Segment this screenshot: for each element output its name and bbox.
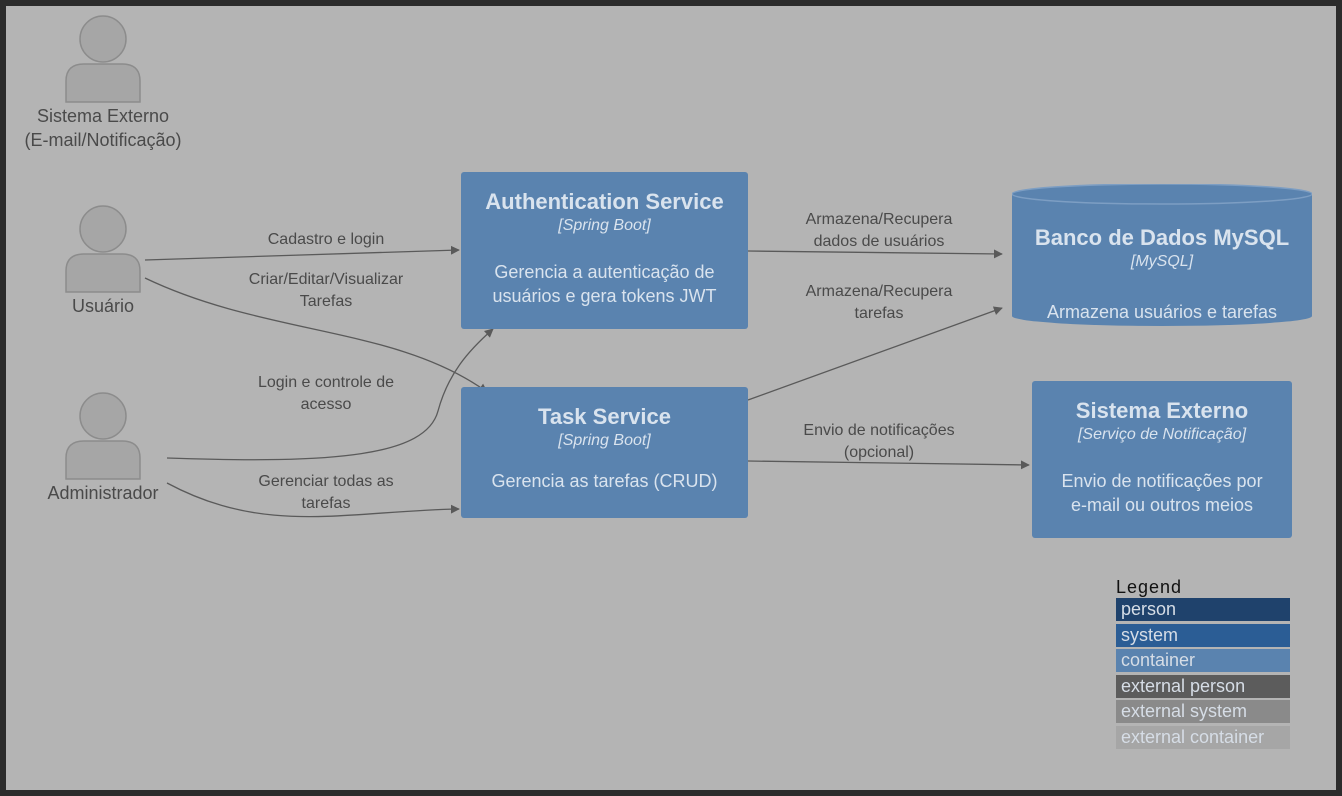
container-technology: [Spring Boot]	[558, 217, 651, 234]
legend-item-system: system	[1116, 623, 1290, 647]
legend-item-external-system: external system	[1116, 700, 1290, 723]
container-description-line1: Armazena usuários e tarefas	[1046, 302, 1278, 322]
person-administrador-label: Administrador	[47, 483, 159, 503]
container-description-line2: usuários e gera tokens JWT	[492, 286, 717, 306]
relationship-edges	[144, 245, 1030, 518]
person-icon	[65, 392, 141, 480]
edge-label-login-controle: Login e controle de acesso	[226, 372, 426, 416]
database-cylinder	[1012, 184, 1312, 326]
edge-label-line2: acesso	[300, 396, 352, 413]
legend-item-container: container	[1116, 649, 1290, 672]
edge-label-line1: Envio de notificações	[803, 422, 955, 439]
legend-item-label: person	[1121, 599, 1177, 619]
edge-label-armazena-tarefas: Armazena/Recupera tarefas	[779, 281, 979, 325]
container-technology: [MySQL]	[1130, 253, 1194, 270]
edge-label-criar-editar: Criar/Editar/Visualizar Tarefas	[226, 269, 426, 313]
legend-item-label: container	[1121, 650, 1196, 670]
edge-label-line1: Gerenciar todas as	[258, 473, 394, 490]
edge-label-line1: Criar/Editar/Visualizar	[248, 271, 404, 288]
edge-envio-notificacoes	[747, 460, 1030, 470]
person-usuario: Usuário	[43, 204, 163, 318]
person-administrador: Administrador	[33, 391, 173, 505]
legend-item-external-container: external container	[1116, 725, 1290, 749]
diagram-canvas: Sistema Externo (E-mail/Notificação) Usu…	[6, 6, 1336, 790]
edge-label-line1: Armazena/Recupera	[805, 211, 953, 228]
legend-item-label: external system	[1121, 701, 1248, 721]
legend-item-person: person	[1116, 598, 1290, 621]
edge-armazena-tarefas	[747, 306, 1003, 401]
edge-gerenciar	[166, 482, 460, 518]
edge-label-line1: Cadastro e login	[267, 231, 385, 248]
edge-criar-editar	[144, 277, 488, 393]
container-technology: [Spring Boot]	[558, 432, 651, 449]
container-title: Banco de Dados MySQL	[1034, 225, 1290, 250]
person-sistema-externo-line1: Sistema Externo	[36, 106, 170, 126]
container-title: Authentication Service	[485, 189, 724, 214]
edge-label-line1: Armazena/Recupera	[805, 283, 953, 300]
container-description-line1: Gerencia a autenticação de	[494, 262, 715, 282]
container-description-line2: e-mail ou outros meios	[1070, 495, 1254, 515]
edge-label-line2: Tarefas	[299, 293, 353, 310]
edge-label-line2: (opcional)	[843, 444, 915, 461]
container-description-line1: Gerencia as tarefas (CRUD)	[491, 471, 718, 491]
container-title: Sistema Externo	[1075, 398, 1249, 423]
edge-armazena-usuarios	[747, 249, 1003, 259]
legend-item-external-person: external person	[1116, 674, 1290, 698]
edge-label-envio-notificacoes: Envio de notificações (opcional)	[779, 420, 979, 464]
person-sistema-externo: Sistema Externo (E-mail/Notificação)	[8, 14, 198, 152]
legend-item-label: external person	[1121, 675, 1246, 696]
legend: Legend person system container external …	[1116, 576, 1290, 751]
container-banco-de-dados-mysql: Banco de Dados MySQL [MySQL] Armazena us…	[1012, 184, 1312, 326]
person-usuario-label: Usuário	[71, 296, 135, 316]
edge-label-cadastro-login: Cadastro e login	[226, 229, 426, 251]
container-authentication-service: Authentication Service [Spring Boot] Ger…	[461, 172, 748, 329]
person-icon	[65, 15, 141, 103]
container-title: Task Service	[538, 404, 671, 429]
legend-title: Legend	[1116, 577, 1183, 597]
edge-label-gerenciar: Gerenciar todas as tarefas	[226, 471, 426, 515]
edge-cadastro-login	[144, 245, 460, 261]
container-description-line1: Envio de notificações por	[1061, 471, 1263, 491]
edge-login-controle	[166, 328, 494, 461]
container-sistema-externo: Sistema Externo [Serviço de Notificação]…	[1032, 381, 1292, 538]
edge-label-line2: tarefas	[854, 305, 904, 322]
legend-item-label: external container	[1121, 726, 1265, 747]
edge-label-line2: dados de usuários	[813, 233, 945, 250]
edge-label-line2: tarefas	[301, 495, 351, 512]
legend-item-label: system	[1121, 624, 1179, 645]
person-icon	[65, 205, 141, 293]
person-sistema-externo-line2: (E-mail/Notificação)	[24, 130, 182, 150]
container-task-service: Task Service [Spring Boot] Gerencia as t…	[461, 387, 748, 518]
edge-label-line1: Login e controle de	[257, 374, 395, 391]
edge-label-armazena-usuarios: Armazena/Recupera dados de usuários	[779, 209, 979, 253]
container-technology: [Serviço de Notificação]	[1077, 426, 1247, 443]
